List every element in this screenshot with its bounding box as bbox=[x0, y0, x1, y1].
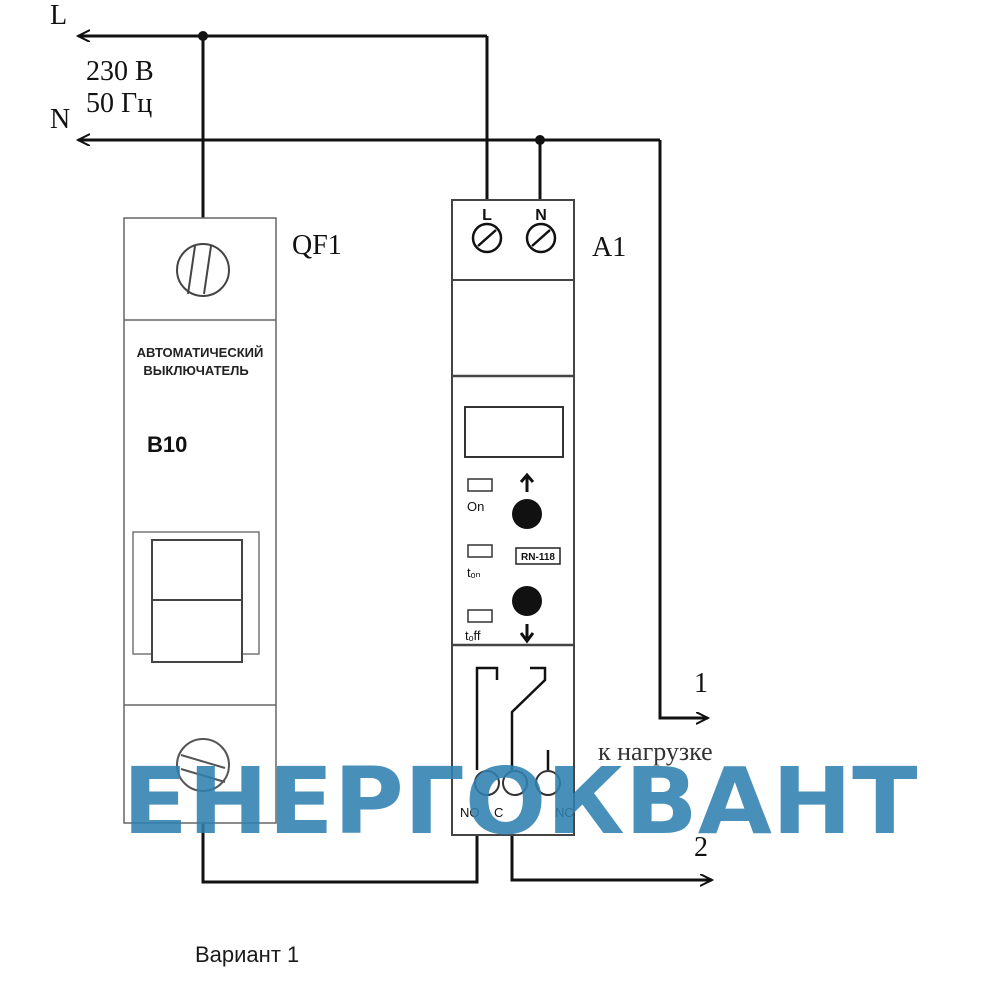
down-button bbox=[512, 586, 542, 616]
screw-terminal-icon bbox=[525, 222, 557, 254]
relay-ref: A1 bbox=[592, 232, 626, 263]
screw-terminal-icon bbox=[471, 222, 503, 254]
led-on bbox=[467, 478, 493, 492]
led-ton-label: tₒₙ bbox=[467, 565, 481, 580]
watermark-logo: ЕНЕРГОКВАНТ bbox=[123, 748, 918, 855]
up-arrow-icon bbox=[519, 472, 535, 492]
contact-no-label: NO bbox=[460, 805, 480, 820]
output-1-label: 1 bbox=[694, 668, 708, 699]
neutral-to-load-wire bbox=[658, 140, 708, 718]
relay-terminal-l: L bbox=[482, 207, 492, 224]
voltage-label: 230 В bbox=[86, 56, 154, 87]
output-2-label: 2 bbox=[694, 832, 708, 863]
neutral-label: N bbox=[50, 104, 70, 135]
screw-terminal-icon bbox=[176, 738, 230, 792]
relay-module: L N On tₒₙ tₒff RN-118 bbox=[451, 199, 575, 836]
relay-terminal-n: N bbox=[535, 207, 547, 224]
breaker-ref: QF1 bbox=[292, 230, 342, 261]
contact-terminal-icon bbox=[474, 770, 561, 796]
load-label: к нагрузке bbox=[598, 737, 713, 766]
screw-terminal-icon bbox=[176, 243, 230, 297]
frequency-label: 50 Гц bbox=[86, 88, 152, 119]
caption: Вариант 1 bbox=[195, 942, 300, 967]
breaker-title-line1: АВТОМАТИЧЕСКИЙ bbox=[137, 345, 264, 360]
circuit-breaker: АВТОМАТИЧЕСКИЙ ВЫКЛЮЧАТЕЛЬ B10 bbox=[123, 217, 277, 824]
led-on-label: On bbox=[467, 499, 484, 514]
line-label: L bbox=[50, 0, 67, 31]
supply-wiring bbox=[78, 36, 712, 882]
led-toff bbox=[467, 609, 493, 623]
contact-c-label: C bbox=[494, 805, 503, 820]
junction-dot-n bbox=[535, 135, 545, 145]
breaker-title-line2: ВЫКЛЮЧАТЕЛЬ bbox=[143, 363, 248, 378]
contact-nc-label: NC bbox=[555, 805, 574, 820]
up-button bbox=[512, 499, 542, 529]
junction-dot-l bbox=[198, 31, 208, 41]
down-arrow-icon bbox=[519, 624, 535, 644]
breaker-rating: B10 bbox=[147, 432, 187, 457]
relay-display bbox=[464, 406, 564, 458]
relay-contacts-symbol bbox=[475, 666, 550, 770]
relay-model: RN-118 bbox=[521, 552, 555, 563]
led-ton bbox=[467, 544, 493, 558]
led-toff-label: tₒff bbox=[465, 628, 481, 643]
